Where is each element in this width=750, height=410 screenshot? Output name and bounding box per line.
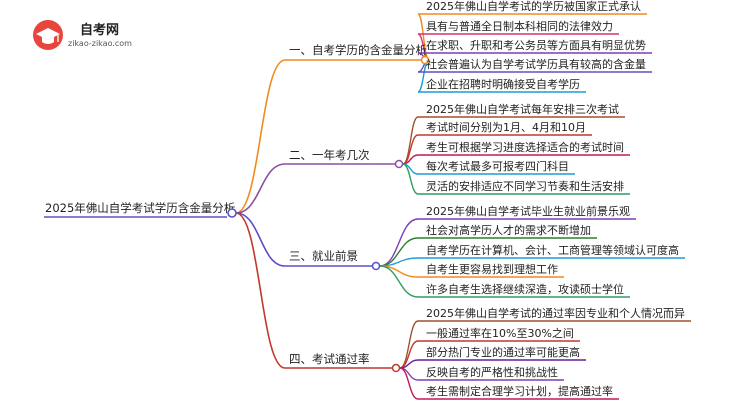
leaf-nodes: 2025年佛山自学考试的学历被国家正式承认具有与普通全日制本科相同的法律效力在求… (418, 0, 691, 400)
branch-node-1[interactable]: 一、自考学历的含金量分析 (285, 43, 430, 65)
connector-lines (235, 13, 430, 400)
leaf-label[interactable]: 反映自考的严格性和挑战性 (426, 365, 558, 379)
leaf-label[interactable]: 许多自考生选择继续深造，攻读硕士学位 (426, 282, 624, 296)
leaf-label[interactable]: 每次考试最多可报考四门科目 (426, 159, 569, 173)
leaf-label[interactable]: 在求职、升职和考公务员等方面具有明显优势 (426, 38, 646, 52)
branch-to-leaf-link (379, 265, 419, 298)
leaf-label[interactable]: 社会对高学历人才的需求不断增加 (426, 223, 591, 237)
leaf-label[interactable]: 灵活的安排适应不同学习节奏和生活安排 (426, 179, 624, 193)
logo-title: 自考网 (80, 22, 119, 38)
leaf-label[interactable]: 考试时间分别为1月、4月和10月 (426, 121, 586, 134)
logo-subtitle: zikao-zikao.com (68, 39, 132, 48)
root-to-branch-link-2 (235, 163, 286, 214)
site-logo[interactable]: 自考网 zikao-zikao.com (33, 20, 132, 50)
branch-node-2[interactable]: 二、一年考几次 (285, 148, 404, 169)
leaf-label[interactable]: 2025年佛山自学考试的学历被国家正式承认 (426, 0, 641, 13)
leaf-label[interactable]: 自考学历在计算机、会计、工商管理等领域认可度高 (426, 243, 679, 257)
leaf-label[interactable]: 2025年佛山自学考试毕业生就业前景乐观 (426, 204, 630, 218)
root-node[interactable]: 2025年佛山自学考试学历含金量分析 (44, 201, 237, 218)
branch-label-1: 一、自考学历的含金量分析 (289, 43, 427, 57)
root-to-branch-link-3 (235, 212, 286, 267)
branch-node-4[interactable]: 四、考试通过率 (285, 352, 401, 373)
root-to-branch-link-1 (235, 59, 286, 214)
leaf-label[interactable]: 考生需制定合理学习计划，提高通过率 (426, 384, 613, 398)
leaf-label[interactable]: 部分热门专业的通过率可能更高 (426, 345, 580, 359)
branch-label-2: 二、一年考几次 (289, 148, 370, 162)
branch-label-4: 四、考试通过率 (289, 352, 370, 366)
leaf-label[interactable]: 一般通过率在10%至30%之间 (426, 326, 574, 340)
branch-to-leaf-link (402, 163, 419, 195)
branch-to-leaf-link (399, 367, 419, 400)
leaf-label[interactable]: 社会普遍认为自学考试学历具有较高的含金量 (426, 57, 646, 71)
leaf-label[interactable]: 企业在招聘时明确接受自考学历 (426, 77, 580, 91)
root-label: 2025年佛山自学考试学历含金量分析 (45, 201, 235, 215)
root-connector-dot (227, 208, 237, 218)
root-to-branch-link-4 (235, 212, 286, 369)
branch-dot-1 (420, 55, 430, 65)
leaf-label[interactable]: 具有与普通全日制本科相同的法律效力 (426, 19, 613, 33)
branch-node-3[interactable]: 三、就业前景 (285, 249, 381, 271)
branch-dot-3 (371, 261, 381, 271)
branch-label-3: 三、就业前景 (289, 249, 358, 263)
graduation-cap-icon (33, 20, 63, 50)
branch-dot-4 (391, 363, 401, 373)
leaf-label[interactable]: 考生可根据学习进度选择适合的考试时间 (426, 140, 624, 154)
leaf-label[interactable]: 2025年佛山自学考试每年安排三次考试 (426, 102, 619, 116)
branch-to-leaf-link (402, 116, 419, 165)
leaf-label[interactable]: 2025年佛山自学考试的通过率因专业和个人情况而异 (426, 306, 685, 320)
branch-dot-2 (394, 159, 404, 169)
leaf-label[interactable]: 自考生更容易找到理想工作 (426, 262, 558, 276)
